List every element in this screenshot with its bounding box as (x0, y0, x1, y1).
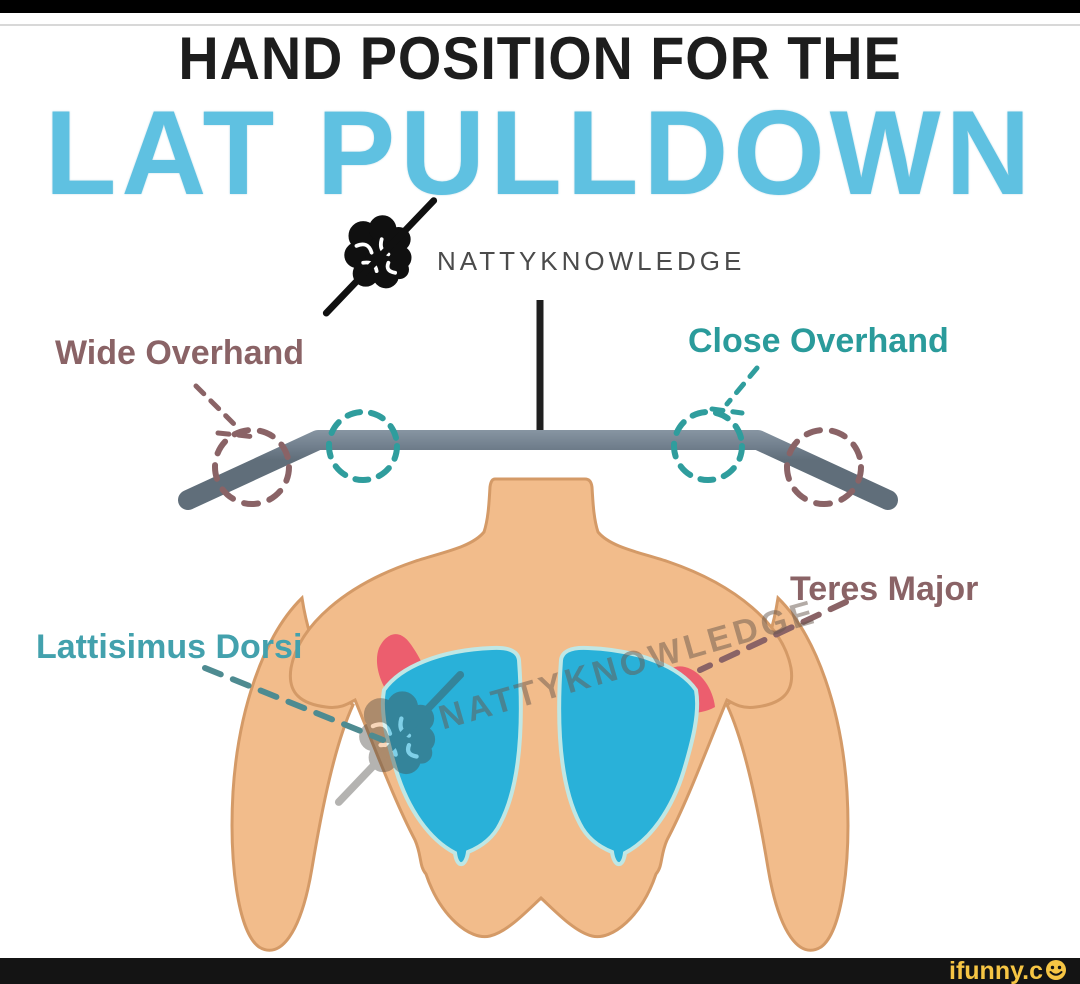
divider-line (0, 24, 1080, 26)
ifunny-logo-text: ifunny.c (949, 957, 1043, 984)
page-title-line1: HAND POSITION FOR THE (178, 25, 902, 92)
top-black-bar (0, 0, 1080, 13)
lat-muscle-left (380, 645, 523, 867)
lat-muscle-right (557, 645, 700, 867)
teres-pointer-line (697, 599, 849, 673)
label-wide-overhand: Wide Overhand (55, 334, 305, 372)
wide-grip-circle-left (212, 427, 292, 507)
label-lattisimus-dorsi: Lattisimus Dorsi (36, 628, 303, 666)
label-teres-major: Teres Major (790, 570, 979, 608)
close-grip-circle-left (326, 409, 400, 483)
smiley-o-icon (1044, 957, 1068, 984)
close-grip-circle-right (671, 409, 745, 483)
torso-back (288, 477, 794, 939)
page-title-line2: LAT PULLDOWN (44, 86, 1036, 220)
ifunny-logo: ifunny.c (949, 958, 1068, 984)
wide-pointer-line (193, 383, 259, 440)
lats-pointer-line (202, 665, 386, 743)
wide-grip-circle-right (784, 427, 864, 507)
bottom-black-bar (0, 958, 1080, 984)
pulldown-bar (178, 430, 898, 510)
brand-name: NATTYKNOWLEDGE (437, 246, 746, 276)
label-close-overhand: Close Overhand (688, 322, 949, 360)
close-pointer-line (709, 365, 760, 416)
